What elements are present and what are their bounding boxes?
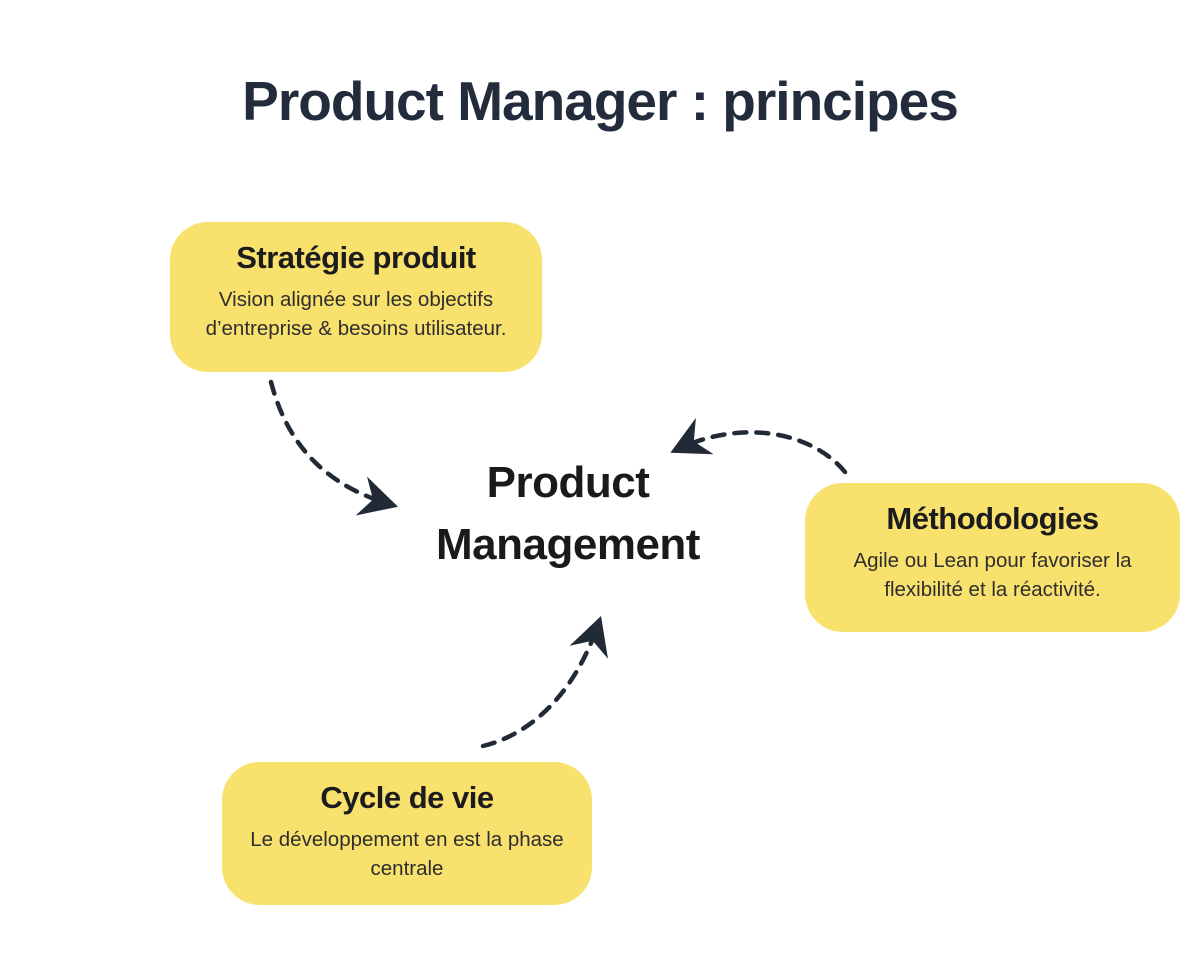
node-strategie-produit: Stratégie produit Vision alignée sur les… <box>170 222 542 372</box>
page-title: Product Manager : principes <box>242 69 959 132</box>
node-methodologies: Méthodologies Agile ou Lean pour favoris… <box>805 483 1180 632</box>
arrow-strategie-to-center <box>268 379 399 516</box>
node-cycle-de-vie-title: Cycle de vie <box>320 780 494 815</box>
arrow-cycle-to-center <box>480 616 608 749</box>
node-strategie-produit-body: Vision alignée sur les objectifs d’entre… <box>205 288 507 341</box>
node-cycle-de-vie: Cycle de vie Le développement en est la … <box>222 762 592 905</box>
node-strategie-produit-title: Stratégie produit <box>236 240 476 275</box>
central-concept: Product Management <box>436 458 700 569</box>
node-cycle-de-vie-body: Le développement en est la phase central… <box>250 828 564 881</box>
node-methodologies-body: Agile ou Lean pour favoriser la flexibil… <box>853 549 1132 602</box>
node-methodologies-title: Méthodologies <box>886 501 1099 536</box>
